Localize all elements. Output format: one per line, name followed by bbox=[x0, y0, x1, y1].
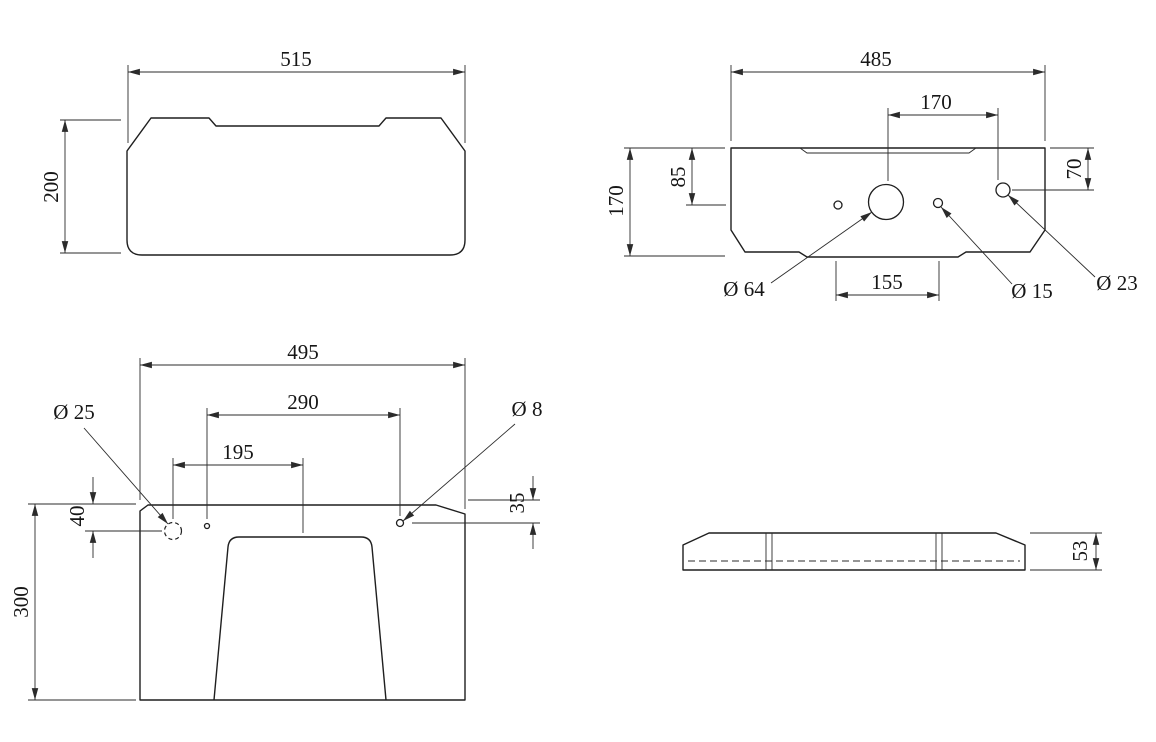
leader-line bbox=[402, 423, 516, 522]
dim-label-top-depth: 170 bbox=[604, 185, 628, 217]
callout-corner-hole: Ø 23 bbox=[1007, 194, 1138, 295]
dim-label-rear-height: 300 bbox=[9, 586, 33, 618]
callout-right-hole: Ø 8 bbox=[402, 397, 543, 522]
dim-label-hole-depth: 85 bbox=[666, 167, 690, 188]
dim-hole-span: 290 bbox=[206, 390, 401, 519]
dim-side-height: 53 bbox=[1030, 532, 1102, 571]
dim-hole-depth: 85 bbox=[666, 148, 726, 206]
label-right-hole: Ø 8 bbox=[512, 397, 543, 421]
dim-rear-width: 495 bbox=[139, 340, 466, 509]
dim-right-hole-depth: 35 bbox=[412, 476, 540, 549]
big-inlet-hole bbox=[867, 183, 905, 221]
dim-rear-height: 300 bbox=[9, 503, 136, 701]
callout-left-hole: Ø 25 bbox=[53, 400, 169, 525]
left-fixing-hole-hidden bbox=[163, 521, 183, 541]
small-fixing-hole bbox=[932, 197, 944, 209]
dim-top-width: 485 bbox=[730, 47, 1046, 141]
front-view: 515 200 bbox=[39, 47, 466, 256]
flush-button-hole bbox=[833, 200, 843, 210]
leader-line bbox=[83, 427, 169, 525]
label-big-hole: Ø 64 bbox=[723, 277, 765, 301]
dim-label-hole-to-center: 195 bbox=[222, 440, 254, 464]
right-fixing-hole bbox=[395, 518, 405, 528]
dim-label-side-height: 53 bbox=[1068, 541, 1092, 562]
dim-front-height: 200 bbox=[39, 119, 121, 254]
leader-line bbox=[770, 211, 873, 284]
dim-label-right-hole-depth: 35 bbox=[505, 493, 529, 514]
callout-big-hole: Ø 64 bbox=[723, 211, 873, 301]
dim-hole-spacing: 155 bbox=[835, 261, 940, 301]
top-view: 485 170 170 85 70 bbox=[604, 47, 1138, 303]
dim-front-width: 515 bbox=[127, 47, 466, 143]
dim-label-left-hole-depth: 40 bbox=[65, 506, 89, 527]
dim-top-depth: 170 bbox=[604, 147, 725, 257]
dim-label-top-width: 485 bbox=[860, 47, 892, 71]
callout-small-hole: Ø 15 bbox=[940, 206, 1053, 303]
rear-view-outline bbox=[139, 504, 466, 701]
dim-label-corner-hole-depth: 70 bbox=[1062, 159, 1086, 180]
dim-label-rear-width: 495 bbox=[287, 340, 319, 364]
leader-line bbox=[1007, 194, 1096, 278]
dim-lid-offset: 170 bbox=[887, 90, 999, 181]
front-view-outline bbox=[126, 117, 466, 256]
leader-line bbox=[940, 206, 1013, 285]
dim-corner-hole-depth: 70 bbox=[1012, 147, 1094, 191]
label-small-hole: Ø 15 bbox=[1011, 279, 1052, 303]
side-view-outline bbox=[682, 532, 1026, 571]
dim-label-front-width: 515 bbox=[280, 47, 312, 71]
dim-label-hole-span: 290 bbox=[287, 390, 319, 414]
label-corner-hole: Ø 23 bbox=[1096, 271, 1137, 295]
tiny-pilot-hole bbox=[203, 522, 211, 530]
side-view: 53 bbox=[682, 532, 1102, 571]
top-view-outline bbox=[730, 147, 1046, 258]
label-left-hole: Ø 25 bbox=[53, 400, 94, 424]
rear-view: 495 290 195 Ø 25 Ø 8 35 bbox=[9, 340, 543, 701]
rear-view-recess bbox=[213, 536, 387, 701]
dim-label-hole-spacing: 155 bbox=[871, 270, 903, 294]
dim-left-hole-depth: 40 bbox=[65, 477, 162, 558]
dim-hole-to-center: 195 bbox=[172, 440, 304, 533]
dim-label-front-height: 200 bbox=[39, 171, 63, 203]
dim-label-lid-offset: 170 bbox=[920, 90, 952, 114]
corner-supply-hole bbox=[995, 182, 1011, 198]
